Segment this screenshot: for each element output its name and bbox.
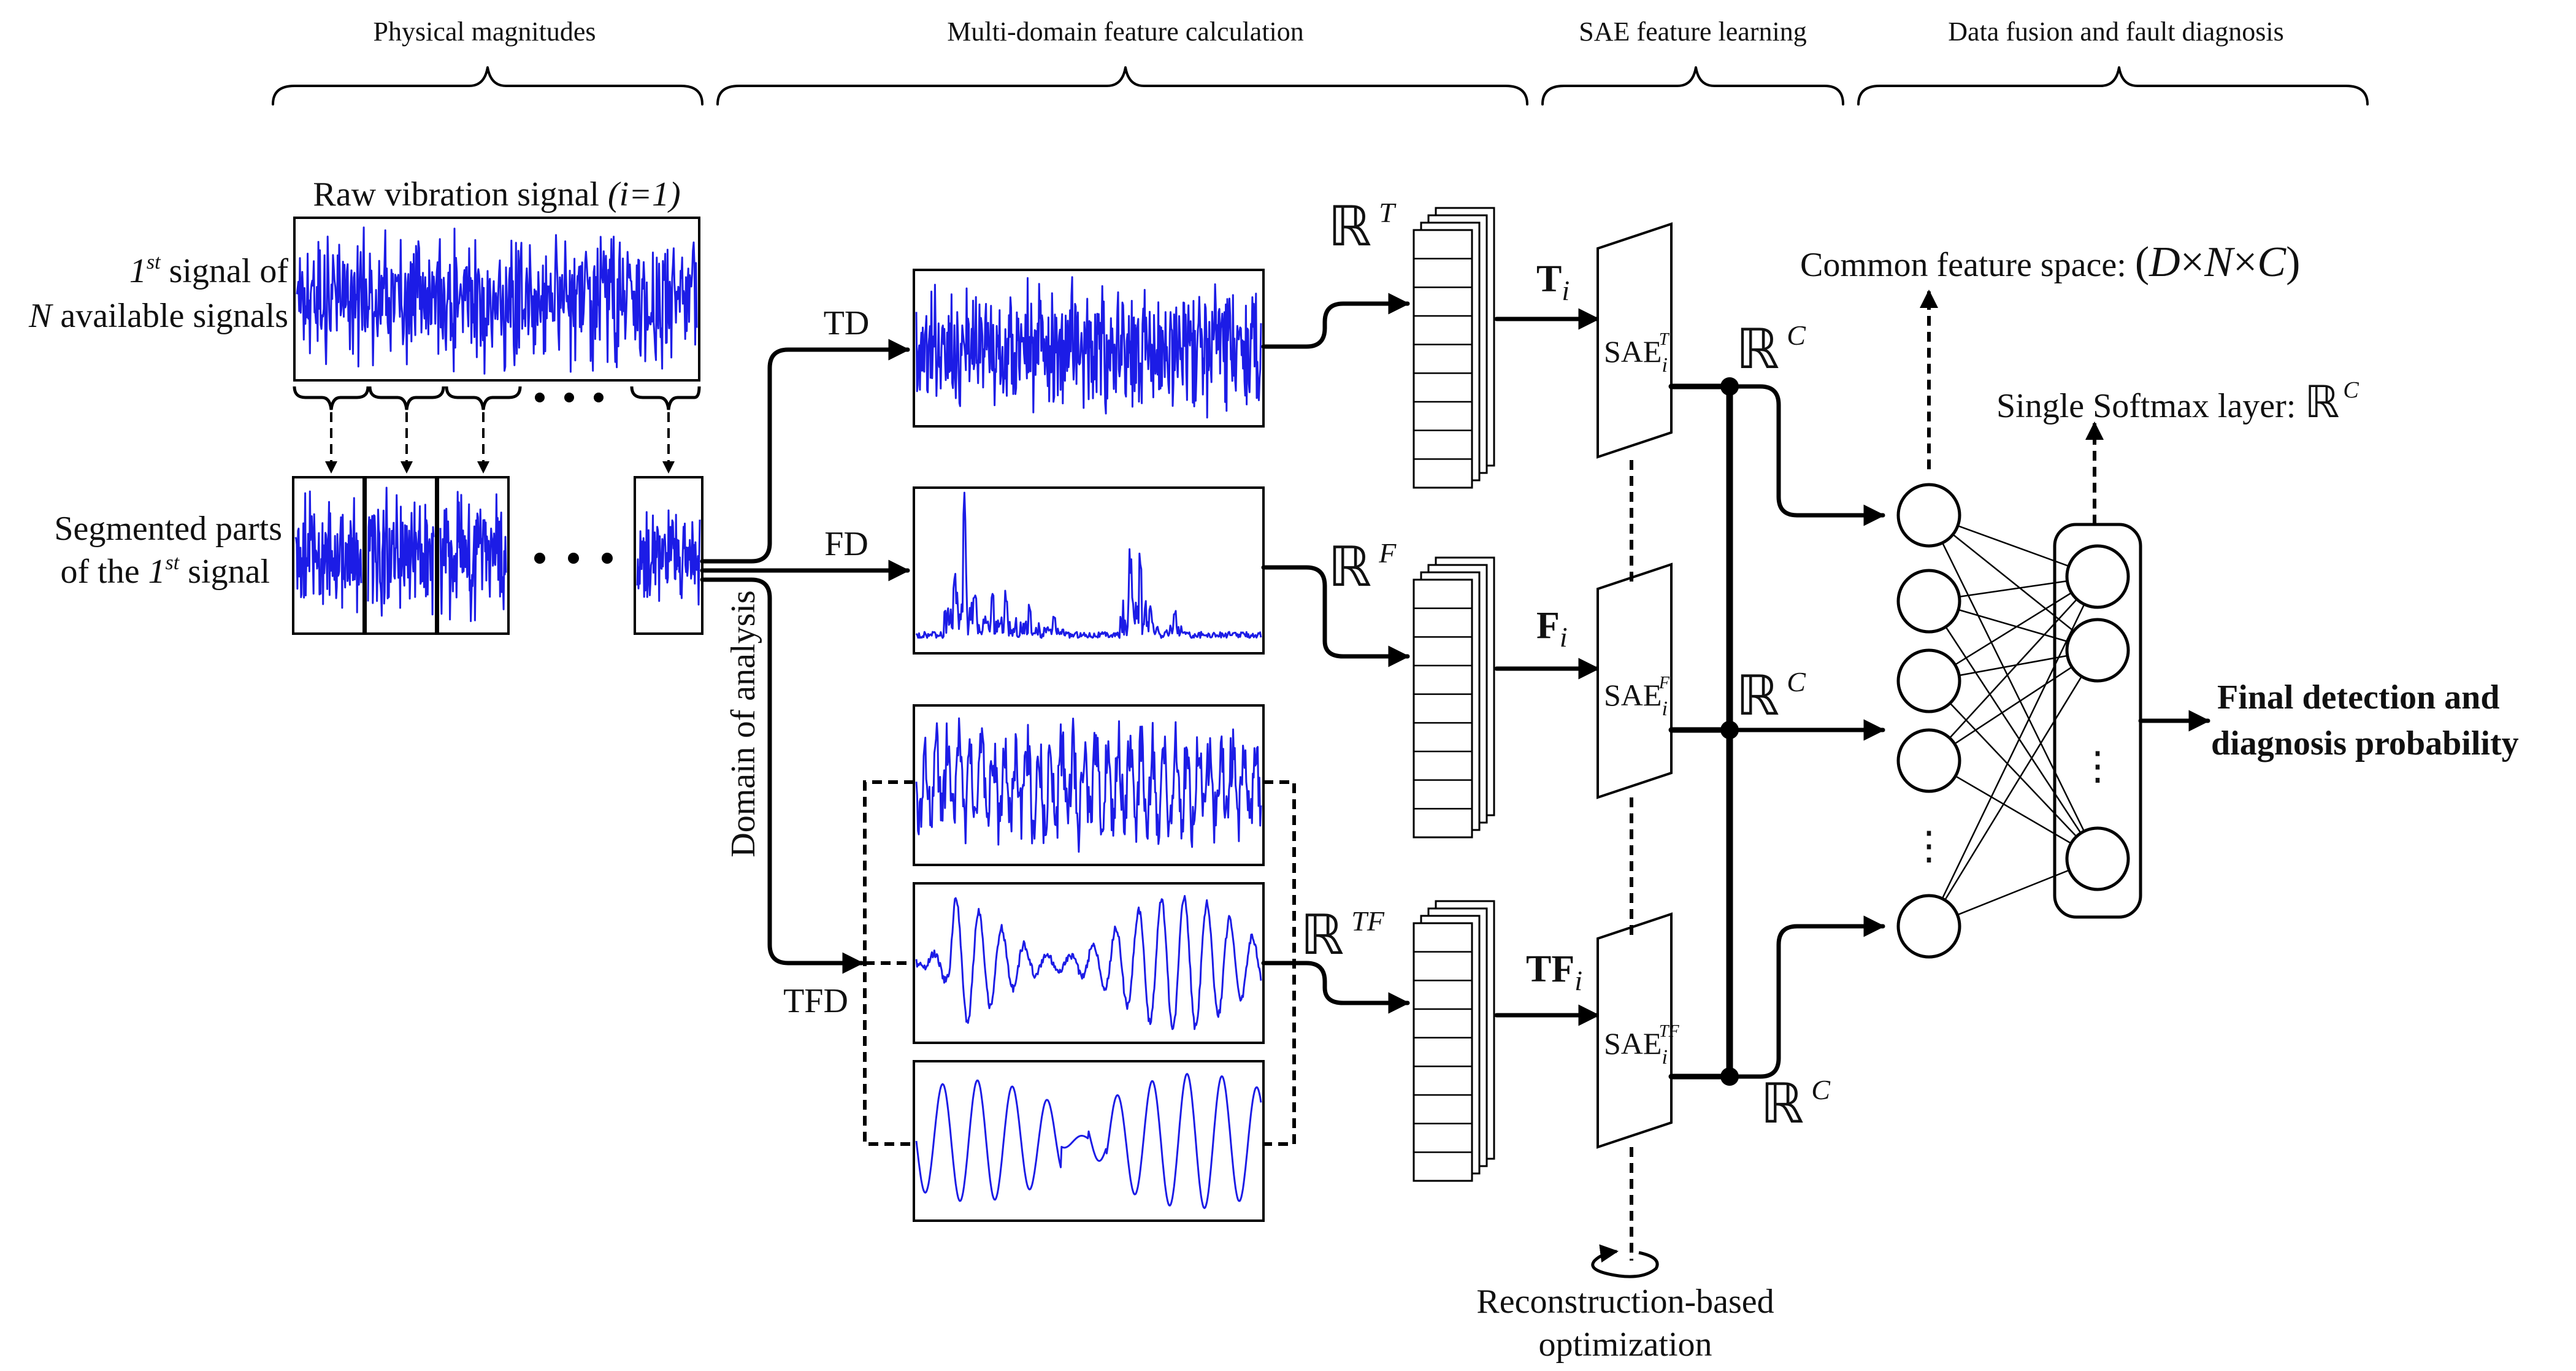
- common-feature-space-label: Common feature space: (D×N×C): [1800, 239, 2300, 286]
- hidden-node: [1896, 894, 1961, 959]
- tfd-waveform-2: [915, 895, 1262, 1031]
- sae-t-label: SAEiT: [1604, 330, 1670, 377]
- first-signal-label-line1: 1st signal of: [129, 251, 288, 290]
- brace-fusion: [1857, 66, 2369, 106]
- softmax-node: [2065, 618, 2130, 683]
- first-signal-label-line2: N available signals: [28, 297, 288, 335]
- section-physical-magnitudes: Physical magnitudes: [374, 17, 596, 47]
- section-fusion: Data fusion and fault diagnosis: [1948, 17, 2283, 47]
- segmented-label-line1: Segmented parts: [54, 510, 282, 548]
- sae-tf-label: SAEiTF: [1604, 1022, 1679, 1069]
- bus-to-hidden-top: [1727, 384, 1885, 526]
- reconstruction-label-line2: optimization: [1538, 1326, 1712, 1364]
- output-ellipsis: ⋮: [2078, 744, 2117, 788]
- section-multidomain: Multi-domain feature calculation: [947, 17, 1304, 47]
- sae-tf-block: [1597, 912, 1673, 1149]
- final-output-label-line1: Final detection and: [2217, 678, 2499, 716]
- domain-of-analysis-label: Domain of analysis: [724, 590, 762, 857]
- segment-brackets: [293, 386, 701, 410]
- td-to-vector: [1261, 293, 1410, 349]
- fd-label: FD: [824, 525, 868, 563]
- fd-spectrum-waveform: [915, 491, 1262, 639]
- split-to-td: [700, 339, 910, 564]
- f-input-label: Fi: [1536, 605, 1568, 653]
- hidden-layer-nodes: [1896, 483, 1961, 959]
- feature-vector-stack-f: [1413, 556, 1495, 839]
- hidden-node: [1896, 648, 1961, 713]
- tfd-waveform-3: [915, 1073, 1262, 1209]
- fd-spectrum-box: [913, 486, 1265, 655]
- td-waveform: [915, 276, 1262, 419]
- softmax-output-nodes: [2065, 544, 2130, 891]
- raw-signal-title: Raw vibration signal (i=1): [313, 175, 680, 213]
- tf-input-label: TFi: [1526, 948, 1582, 996]
- sae-f-label: SAEiF: [1604, 674, 1670, 720]
- td-label: TD: [824, 304, 870, 342]
- tfd-to-vector: [1261, 961, 1410, 1014]
- hidden-node: [1896, 569, 1961, 634]
- brace-multidomain: [716, 66, 1528, 106]
- reconstruction-loop-arrow: [1591, 1244, 1659, 1278]
- feature-vector-stack-tf: [1413, 900, 1495, 1182]
- segment-waveform-3: [439, 491, 507, 623]
- final-output-label-line2: diagnosis probability: [2211, 724, 2519, 762]
- t-input-label: Ti: [1536, 258, 1570, 306]
- split-to-tfd: [700, 577, 864, 974]
- brace-sae: [1541, 66, 1844, 106]
- segment-dashed-arrows: [325, 412, 675, 474]
- segmented-label-line2: of the 1st signal: [60, 551, 270, 591]
- segment-waveform-last: [636, 509, 701, 606]
- reconstruction-label-line1: Reconstruction-based: [1476, 1283, 1774, 1321]
- sae-f-block: [1597, 563, 1673, 799]
- segment-ellipsis-dots: [534, 553, 613, 564]
- segment-waveform-2: [367, 486, 435, 617]
- sae-t-block: [1597, 222, 1673, 459]
- segment-waveform-1: [294, 490, 362, 613]
- hidden-ellipsis: ⋮: [1909, 824, 1949, 867]
- feature-vector-stack-t: [1413, 207, 1495, 489]
- tfd-label: TFD: [783, 982, 848, 1020]
- softmax-node: [2065, 826, 2130, 891]
- section-sae: SAE feature learning: [1579, 17, 1806, 47]
- hidden-node: [1896, 483, 1961, 548]
- hidden-node: [1896, 728, 1961, 793]
- brace-physical: [272, 66, 703, 106]
- tfd-component-box-3: [913, 1060, 1265, 1222]
- raw-signal-waveform: [296, 226, 698, 375]
- bus-to-hidden-bottom: [1727, 915, 1885, 1079]
- tfd-waveform-1: [915, 717, 1262, 853]
- softmax-node: [2065, 544, 2130, 609]
- fd-to-vector: [1261, 565, 1410, 667]
